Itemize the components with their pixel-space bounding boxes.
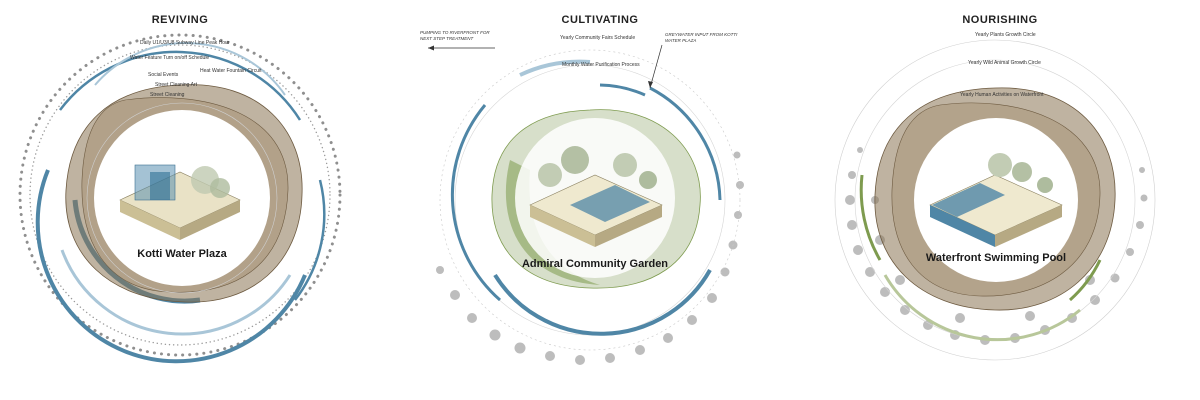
ring-label: Street Cleaning [150, 92, 185, 98]
green-arc-left [859, 174, 882, 261]
panel-reviving: REVIVING Kotti Water Plaza Daily U1/U3/U… [0, 0, 400, 400]
site-name: Waterfront Swimming Pool [925, 252, 1067, 264]
ring-label: Street Cleaning Art [155, 82, 197, 88]
blue-arc-5 [294, 179, 326, 301]
nourishing-diagram [834, 39, 1156, 361]
outer-ring [834, 39, 1156, 361]
note-greywater: GREYWATER INPUT FROM KOTTI WATER PLAZA [665, 32, 738, 43]
blue-arc-left [450, 104, 501, 302]
blue-arc-3 [60, 249, 292, 336]
site-name: Kotti Water Plaza [137, 248, 227, 260]
inner-disc-ring [86, 102, 278, 294]
site-name: Admiral Community Garden [521, 258, 669, 270]
blue-arc-1 [59, 50, 302, 121]
blue-arc-bottom [493, 269, 712, 336]
green-arc-bottom [883, 274, 1081, 342]
panel-nourishing: NOURISHING Waterfront Swimming Pool Year… [800, 0, 1200, 400]
panel-title: NOURISHING [962, 14, 1038, 26]
blue-arc-4 [94, 42, 286, 96]
ring-label: Monthly Water Purification Process [562, 62, 640, 68]
blue-arc-2 [35, 169, 307, 364]
garden-block [529, 146, 663, 247]
inner-dot-ring [29, 44, 331, 346]
grey-dot-ring [436, 151, 744, 365]
plaza-block [119, 164, 241, 240]
ring-label: Yearly Human Activities on Waterfront [960, 92, 1044, 98]
ring-label: Heat Water Fountain Circuit [200, 68, 262, 74]
panel-title: CULTIVATING [561, 14, 639, 26]
blue-arc-top [519, 59, 591, 77]
panel-cultivating: CULTIVATING Admiral Community Garden Yea… [400, 0, 800, 400]
ring-label: Yearly Wild Animal Growth Circle [968, 60, 1041, 66]
panel-title: REVIVING [151, 14, 209, 26]
blue-arc-inner [599, 83, 646, 97]
pool-block [929, 153, 1063, 247]
cultivating-diagram [436, 49, 744, 365]
reviving-diagram [18, 33, 342, 364]
ring-label: Water Feature Turn on/off Schedule [130, 55, 210, 61]
ring-label: Social Events [148, 72, 179, 78]
blue-arc-right [649, 86, 722, 201]
ring-label: Daily U1/U3/U8 Subway Line Peak Hour [140, 40, 230, 46]
ring-label: Yearly Plants Growth Circle [975, 32, 1036, 38]
note-pumping: PUMPING TO RIVERFRONT FOR NEXT STEP TREA… [420, 30, 490, 41]
green-arc-right [1069, 259, 1102, 302]
ring-label: Yearly Community Fairs Schedule [560, 35, 636, 41]
outer-dot-ring [18, 33, 342, 357]
outer-ring [439, 49, 741, 351]
